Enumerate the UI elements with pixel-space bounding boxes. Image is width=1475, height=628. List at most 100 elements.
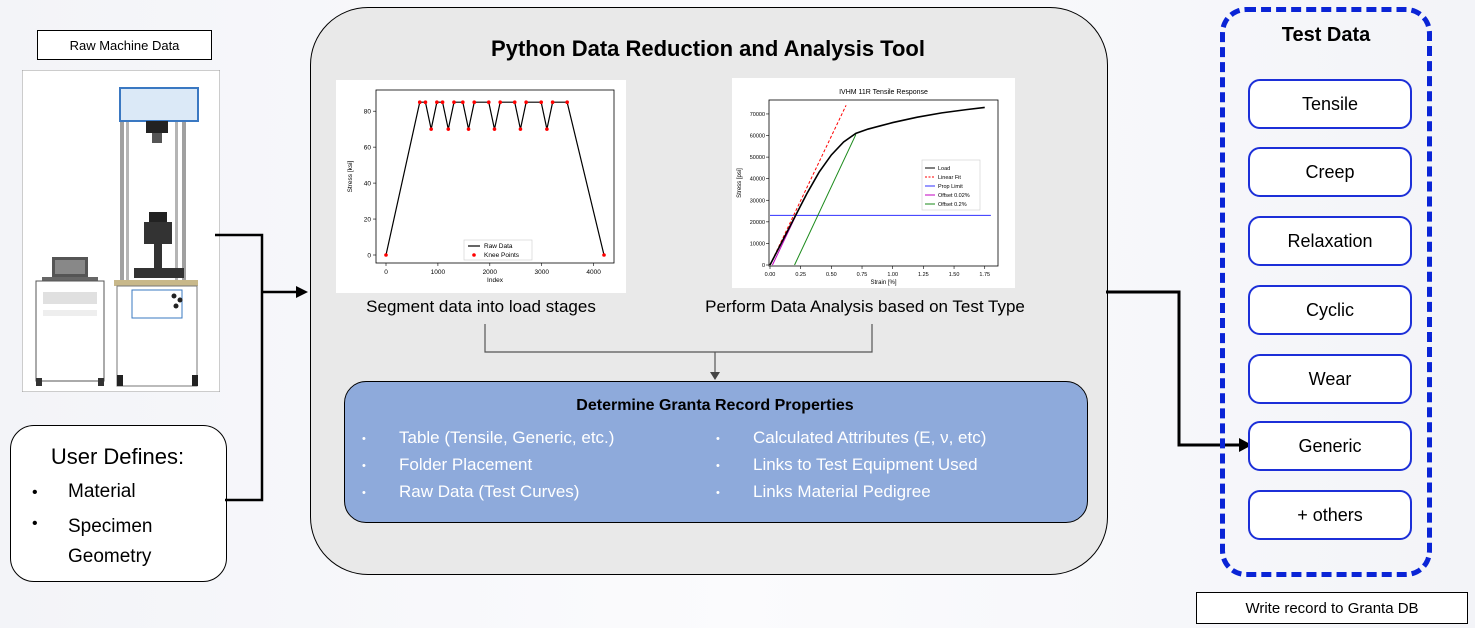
y-tick-label: 20 [364,217,372,224]
knee-point [461,100,465,105]
user-bullet-icon: • [32,484,38,501]
tensile-plot-caption: Perform Data Analysis based on Test Type [705,297,1025,316]
granta-properties-box [344,381,1088,523]
testing-machine-illustration [22,70,220,392]
raw-machine-data-label: Raw Machine Data [37,30,212,60]
plot-frame [375,89,615,264]
y-tick-label: 70000 [750,112,765,118]
write-record-label: Write record to Granta DB [1196,592,1468,624]
knee-point [446,127,451,131]
test-data-group [1220,7,1432,577]
analysis-tool-title: Python Data Reduction and Analysis Tool [491,36,925,61]
granta-bullet-icon: • [362,460,366,472]
offset-02-line [794,134,857,266]
legend-label: Prop Limit [938,184,963,190]
chart-title: IVHM 11R Tensile Response [839,89,928,96]
x-tick-label: 0.00 [765,272,776,278]
y-tick-label: 0 [367,253,371,260]
legend-point-icon [472,253,476,257]
legend-label: Offset 0.2% [938,202,967,208]
test-type-others[interactable]: + others [1248,490,1412,540]
y-axis-label: Stress [psi] [737,168,743,198]
y-tick-label: 40 [364,181,372,188]
knee-point [384,253,388,257]
y-tick-label: 50000 [750,155,765,161]
granta-bullet-icon: • [716,487,720,499]
knee-point [550,100,555,105]
y-tick-label: 10000 [750,241,765,247]
captions-merge-connector [484,324,873,380]
x-axis-label: Index [487,277,504,284]
user-item-specimen-geometry: Specimen Geometry [68,516,153,567]
knee-point [472,100,477,105]
test-type-generic[interactable]: Generic [1248,421,1412,471]
knee-point [539,100,543,105]
x-tick-label: 0.25 [795,272,806,278]
knee-point [498,100,502,105]
x-tick-label: 1000 [431,269,446,276]
test-type-creep[interactable]: Creep [1248,147,1412,197]
x-tick-label: 2000 [483,269,498,276]
knee-point [518,127,523,131]
y-tick-label: 60 [364,145,372,152]
y-axis-label: Stress [ksi] [347,160,354,192]
x-tick-label: 1.25 [918,272,929,278]
inputs-to-tool-connector [215,233,308,502]
test-type-relaxation[interactable]: Relaxation [1248,216,1412,266]
raw-machine-data-text: Raw Machine Data [69,37,180,53]
y-tick-label: 30000 [750,198,765,204]
user-item-material: Material [68,481,136,502]
y-tick-label: 0 [762,263,765,269]
test-type-wear[interactable]: Wear [1248,354,1412,404]
tool-to-testdata-connector [1106,290,1252,452]
knee-point [417,100,422,105]
y-tick-label: 40000 [750,177,765,183]
raw-data-line [385,101,605,256]
granta-bullet-icon: • [362,487,366,499]
granta-left-item: Raw Data (Test Curves) [399,482,580,501]
knee-point [602,253,606,257]
test-type-label: Wear [1308,368,1352,389]
x-tick-label: 1.50 [949,272,960,278]
load-curve [769,106,985,266]
test-type-tensile[interactable]: Tensile [1248,79,1412,129]
x-axis-label: Strain [%] [870,280,896,286]
y-tick-label: 20000 [750,220,765,226]
test-type-label: Cyclic [1306,299,1354,320]
y-tick-label: 80 [364,109,372,116]
knee-point [435,100,439,105]
granta-right-item: Calculated Attributes (E, ν, etc) [753,428,987,447]
test-type-cyclic[interactable]: Cyclic [1248,285,1412,335]
legend-label: Knee Points [484,252,520,259]
knee-point [524,100,528,105]
legend-label: Raw Data [484,243,513,250]
knee-point [423,100,428,105]
granta-bullet-icon: • [716,460,720,472]
granta-bullet-icon: • [362,433,366,445]
segment-plot-caption: Segment data into load stages [366,297,596,316]
y-tick-label: 60000 [750,134,765,140]
granta-right-item: Links Material Pedigree [753,482,931,501]
knee-point [512,100,517,105]
legend-box [463,239,533,261]
test-type-label: + others [1297,504,1363,525]
test-type-label: Tensile [1301,93,1359,114]
user-bullet-icon: • [32,515,38,532]
knee-point [466,127,471,131]
linear-fit-line [769,105,847,266]
legend-label: Linear Fit [938,175,961,181]
legend-label: Load [938,166,950,172]
user-defines-title: User Defines: [50,444,185,469]
granta-right-item: Links to Test Equipment Used [753,455,978,474]
knee-point [429,127,433,131]
x-tick-label: 1.00 [887,272,898,278]
x-tick-label: 0.50 [826,272,837,278]
knee-point [486,100,491,105]
test-data-title: Test Data [1281,24,1371,46]
x-tick-label: 0 [384,269,388,276]
knee-point [440,100,445,105]
write-record-text: Write record to Granta DB [1245,599,1419,617]
user-defines-box [10,425,227,582]
